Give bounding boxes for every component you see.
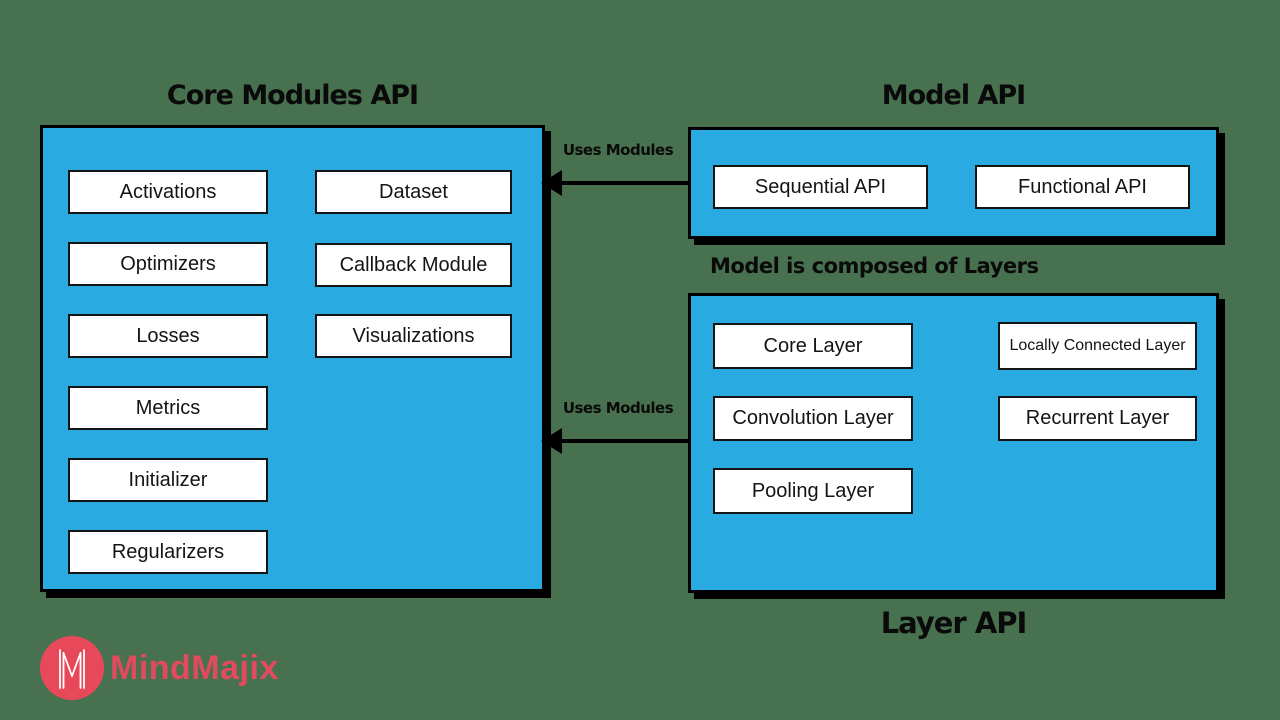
model-composed-of-layers-label: Model is composed of Layers	[710, 254, 1039, 278]
chip-metrics: Metrics	[68, 386, 268, 430]
arrow-layer-to-core-head-icon	[541, 428, 562, 454]
mindmajix-logo-circle	[40, 636, 104, 700]
chip-sequential-api: Sequential API	[713, 165, 928, 209]
uses-modules-label-top: Uses Modules	[562, 141, 674, 159]
mindmajix-logo-text: MindMajix	[110, 648, 279, 687]
chip-functional-api: Functional API	[975, 165, 1190, 209]
chip-initializer: Initializer	[68, 458, 268, 502]
chip-regularizers: Regularizers	[68, 530, 268, 574]
core-modules-api-title: Core Modules API	[166, 80, 419, 111]
chip-core-layer: Core Layer	[713, 323, 913, 369]
chip-optimizers: Optimizers	[68, 242, 268, 286]
chip-convolution-layer: Convolution Layer	[713, 396, 913, 441]
uses-modules-label-bottom: Uses Modules	[562, 399, 674, 417]
model-api-panel: Sequential API Functional API	[688, 127, 1219, 239]
layer-api-title: Layer API	[880, 606, 1028, 640]
model-api-title: Model API	[881, 80, 1026, 111]
core-modules-api-panel: Activations Optimizers Losses Metrics In…	[40, 125, 545, 592]
chip-locally-connected-layer: Locally Connected Layer	[998, 322, 1197, 370]
chip-recurrent-layer: Recurrent Layer	[998, 396, 1197, 441]
mindmajix-logo: MindMajix	[40, 636, 279, 700]
arrow-model-to-core-head-icon	[541, 170, 562, 196]
chip-dataset: Dataset	[315, 170, 512, 214]
chip-callback-module: Callback Module	[315, 243, 512, 287]
chip-visualizations: Visualizations	[315, 314, 512, 358]
mindmajix-m-monogram-icon	[59, 649, 85, 689]
layer-api-panel: Core Layer Convolution Layer Pooling Lay…	[688, 293, 1219, 593]
arrow-model-to-core-line	[556, 181, 688, 185]
chip-losses: Losses	[68, 314, 268, 358]
arrow-layer-to-core-line	[556, 439, 688, 443]
chip-pooling-layer: Pooling Layer	[713, 468, 913, 514]
chip-activations: Activations	[68, 170, 268, 214]
